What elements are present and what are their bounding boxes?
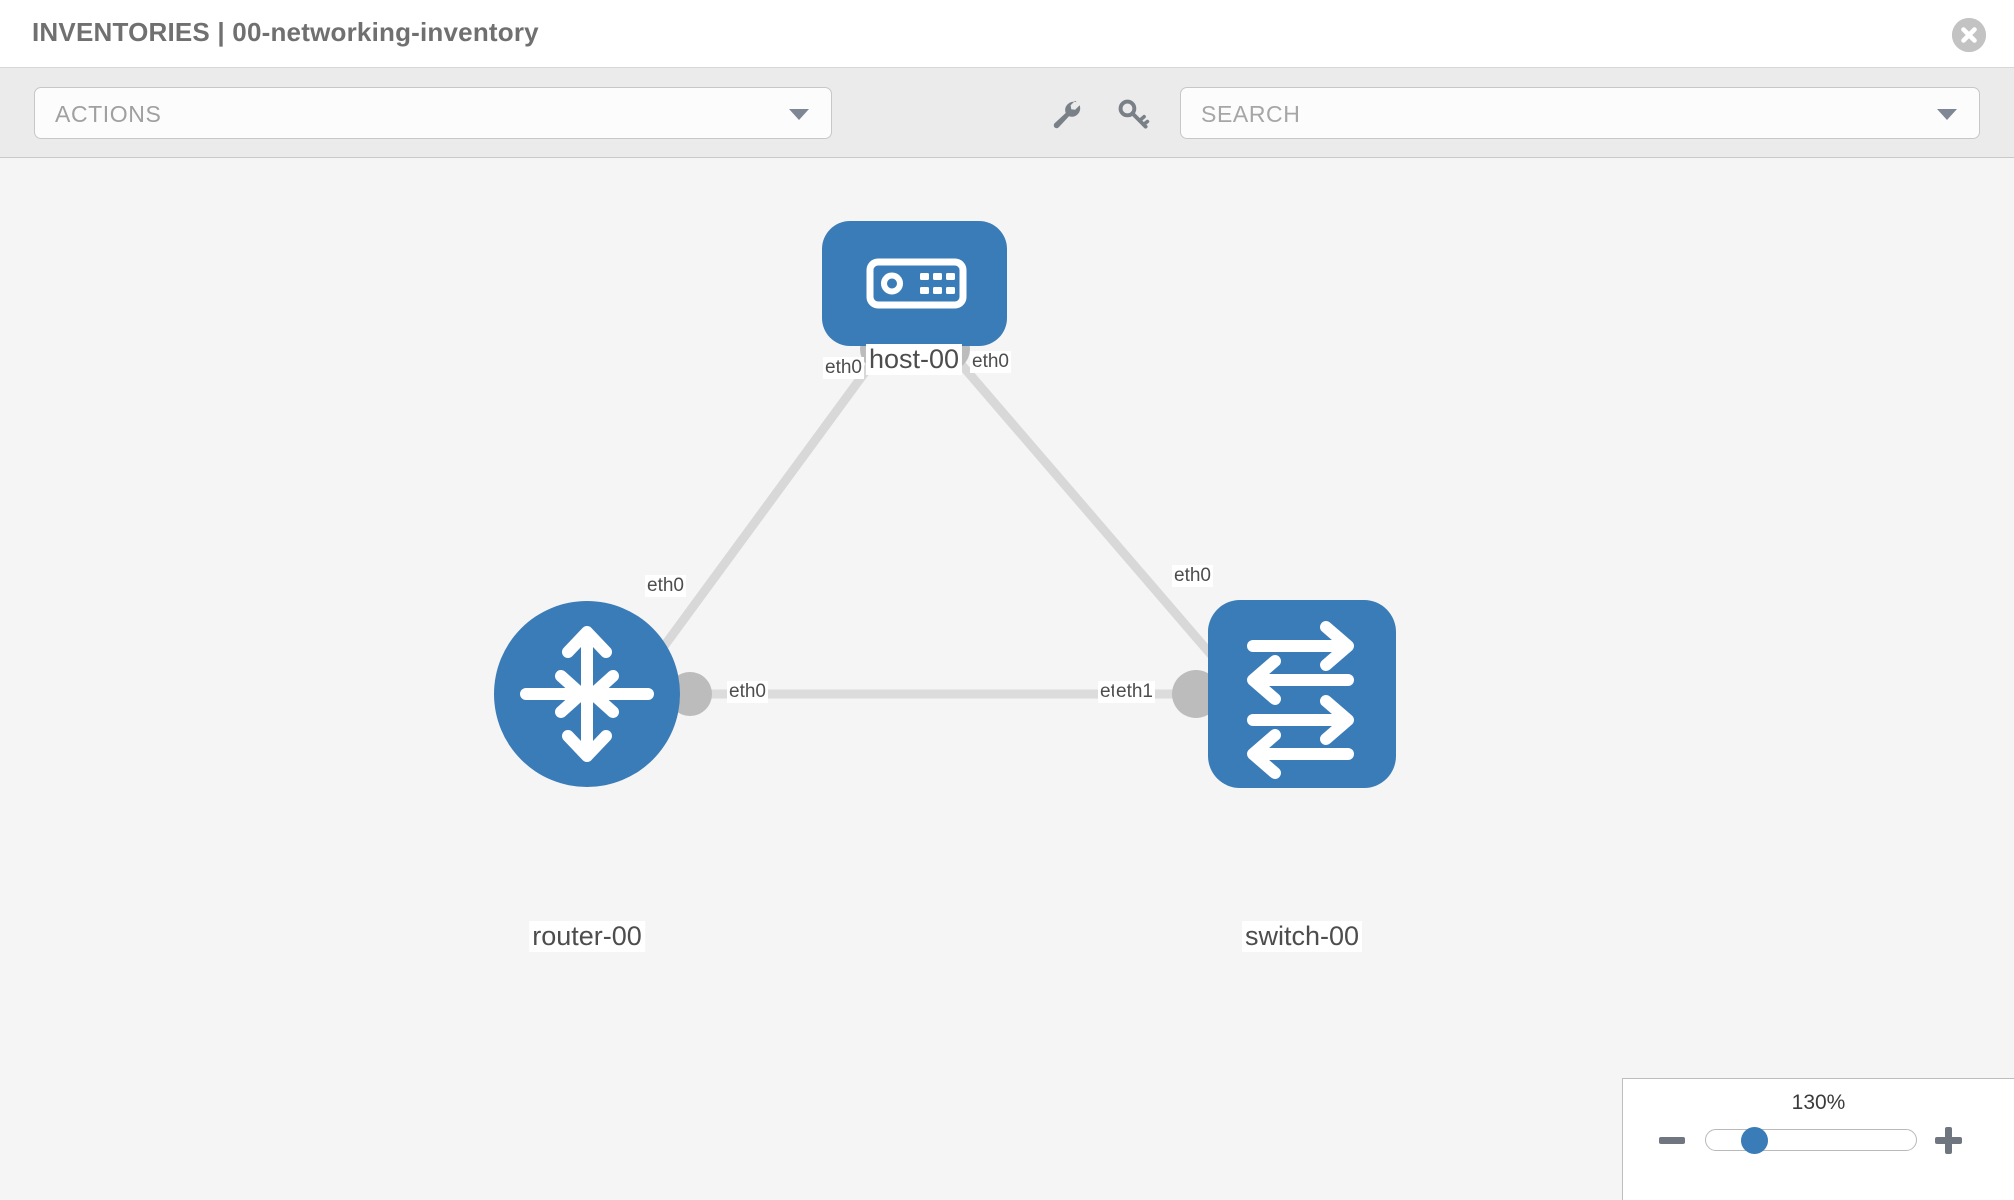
switch-arrows-icon [1247, 621, 1354, 779]
iface-label-host00-eth0-right: eth0 [970, 351, 1011, 373]
page-header: INVENTORIES | 00-networking-inventory [0, 0, 2014, 68]
close-icon[interactable] [1952, 18, 1986, 52]
topology-graph [494, 221, 1396, 788]
router-arrows-icon [520, 626, 654, 762]
iface-label-switch00-eth1-west: eth1 [1114, 681, 1155, 703]
iface-label-switch00-eth0-uplink: eth0 [1172, 565, 1213, 587]
zoom-slider-thumb[interactable] [1741, 1127, 1768, 1154]
zoom-slider-track[interactable] [1705, 1129, 1917, 1151]
search-input[interactable]: SEARCH [1180, 87, 1980, 139]
iface-label-router00-eth0-uplink: eth0 [645, 575, 686, 597]
zoom-control-panel: 130% [1622, 1078, 2014, 1200]
node-label-router-00: router-00 [529, 921, 645, 952]
node-router-00 [494, 601, 680, 787]
zoom-out-button[interactable] [1659, 1137, 1685, 1144]
key-icon[interactable] [1115, 96, 1151, 132]
wrench-icon[interactable] [1048, 96, 1084, 132]
actions-dropdown[interactable]: ACTIONS [34, 87, 832, 139]
page-title: INVENTORIES | 00-networking-inventory [32, 17, 539, 47]
zoom-level-value: 130% [1791, 1091, 1846, 1114]
node-host-00 [822, 221, 1007, 346]
chevron-down-icon [789, 109, 809, 120]
topology-canvas[interactable]: host-00 router-00 switch-00 eth0 eth0 et… [0, 159, 2014, 1200]
topology-edges [635, 344, 1237, 699]
node-label-host-00: host-00 [865, 344, 963, 375]
iface-label-host00-eth0-left: eth0 [823, 357, 864, 379]
chevron-down-icon[interactable] [1937, 109, 1957, 120]
toolbar: ACTIONS SEARCH [0, 68, 2014, 158]
node-switch-00 [1208, 600, 1396, 788]
iface-label-router00-eth0-east: eth0 [727, 681, 768, 703]
search-placeholder: SEARCH [1201, 101, 1301, 127]
server-icon [866, 258, 967, 309]
node-label-switch-00: switch-00 [1241, 921, 1363, 952]
actions-dropdown-label: ACTIONS [55, 101, 162, 127]
edge-host00-switch00 [943, 344, 1237, 684]
edge-host00-router00 [635, 344, 887, 684]
zoom-in-button[interactable] [1935, 1127, 1962, 1154]
